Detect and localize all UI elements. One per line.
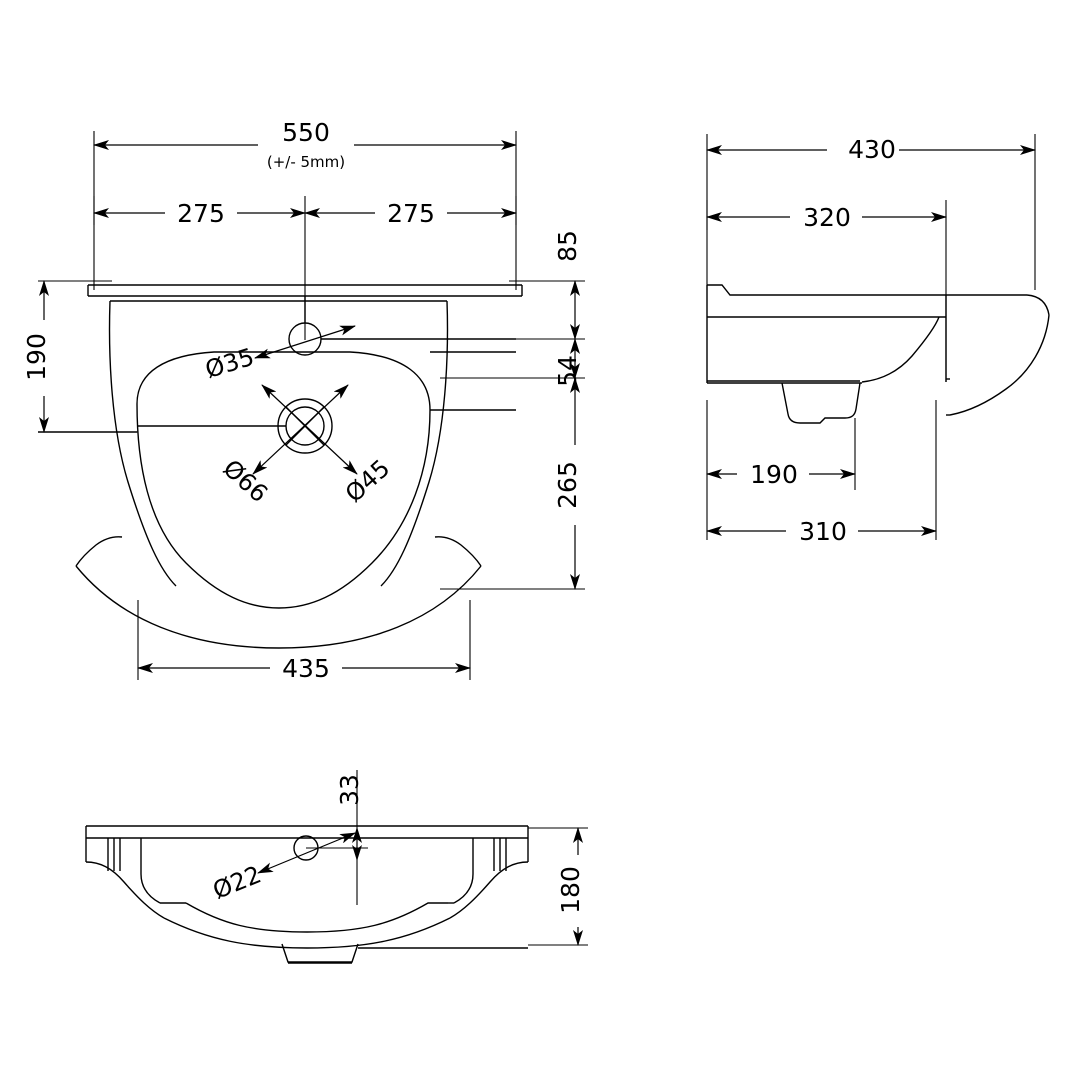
leader-dia35 (254, 325, 356, 359)
label-waste-inner-dia45: Ø45 (340, 454, 395, 508)
plan-tap-hole (288, 296, 516, 356)
dim-side-waste-190 (706, 458, 856, 490)
side-view-group (706, 134, 1050, 547)
label-left-depth-190: 190 (22, 333, 51, 381)
label-overflow-dia22: Ø22 (209, 860, 265, 904)
dim-side-overall-430 (706, 134, 1036, 166)
plan-view-group (28, 124, 592, 684)
label-back-rim-85: 85 (553, 230, 582, 262)
leader-dia22 (257, 832, 356, 874)
front-basin-silhouette (85, 825, 529, 964)
label-tap-hole-dia35: Ø35 (202, 343, 257, 384)
dim-bowl-width-435 (137, 652, 471, 684)
plan-waste-outlet (137, 398, 333, 454)
leader-dia66 (252, 384, 349, 475)
dim-left-depth-190 (28, 280, 62, 433)
front-view-group (85, 770, 596, 964)
dim-half-width-right-275 (304, 198, 517, 228)
dim-side-bowl-320 (706, 201, 947, 233)
side-basin-profile (706, 284, 1050, 424)
dim-front-height-180 (562, 827, 596, 946)
dim-bowl-depth-265 (560, 377, 592, 590)
label-side-bowl-320: 320 (803, 203, 851, 232)
label-side-overall-430: 430 (848, 135, 896, 164)
label-tap-offset-54: 54 (553, 355, 582, 387)
label-front-tap-depth-33: 33 (335, 774, 364, 806)
dim-half-width-left-275 (93, 198, 306, 228)
label-half-width-right-275: 275 (387, 199, 435, 228)
label-bowl-depth-265: 265 (553, 461, 582, 509)
label-front-height-180: 180 (556, 866, 585, 914)
label-side-bracket-310: 310 (799, 517, 847, 546)
dim-side-bracket-310 (706, 515, 937, 547)
label-bowl-width-435: 435 (282, 654, 330, 683)
leader-dia45 (261, 384, 358, 475)
label-half-width-left-275: 275 (177, 199, 225, 228)
dim-overall-width-550 (93, 124, 517, 170)
label-overall-width-550: 550 (282, 118, 330, 147)
label-tolerance-note: (+/- 5mm) (267, 153, 345, 171)
label-side-waste-190: 190 (750, 460, 798, 489)
